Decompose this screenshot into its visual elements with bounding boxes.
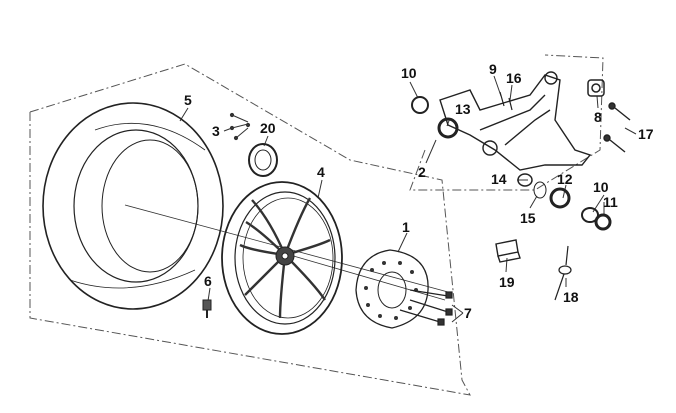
- callout-17: 17: [638, 126, 654, 142]
- wheel-group-boundary: [29, 54, 604, 396]
- swing-arm: [439, 71, 592, 171]
- cable-clip: [495, 239, 521, 263]
- callout-3: 3: [212, 123, 220, 139]
- small-fasteners: [229, 112, 251, 141]
- callout-15: 15: [520, 210, 536, 226]
- rim: [221, 181, 343, 335]
- callout-18: 18: [563, 289, 579, 305]
- callout-14: 14: [491, 171, 507, 187]
- speedometer-gear: [248, 143, 278, 177]
- brake-disc: [355, 249, 429, 329]
- callout-labels: 1 2 3 4 5 6 7 8 9 10 10 11 12 13 14 15 1…: [184, 61, 654, 321]
- tire: [42, 102, 224, 310]
- callout-10-top: 10: [401, 65, 417, 81]
- callout-8: 8: [594, 109, 602, 125]
- callout-5: 5: [184, 92, 192, 108]
- bushing: [587, 79, 605, 97]
- callout-13: 13: [455, 101, 471, 117]
- callout-10-right: 10: [593, 179, 609, 195]
- disc-bolts: [399, 289, 453, 326]
- pivot-bolts: [603, 102, 631, 153]
- callout-2: 2: [418, 164, 426, 180]
- arm-bolts: [499, 91, 513, 111]
- callout-1: 1: [402, 219, 410, 235]
- callout-12: 12: [557, 171, 573, 187]
- callout-6: 6: [204, 273, 212, 289]
- callout-7: 7: [464, 305, 472, 321]
- valve-stem: [202, 299, 212, 318]
- callout-4: 4: [317, 164, 325, 180]
- callout-11: 11: [603, 194, 618, 210]
- callout-20: 20: [260, 120, 276, 136]
- bearings-seals: [411, 96, 612, 231]
- callout-9: 9: [489, 61, 497, 77]
- callout-16: 16: [506, 70, 522, 86]
- speed-sensor-cable: [554, 245, 572, 301]
- callout-19: 19: [499, 274, 515, 290]
